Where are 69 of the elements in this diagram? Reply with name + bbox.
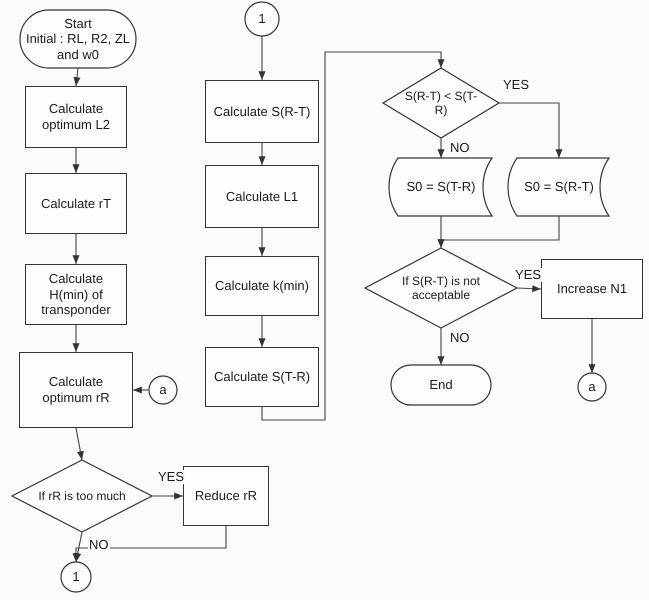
arrow xyxy=(516,285,542,292)
process-box xyxy=(541,259,643,319)
connector-circle xyxy=(149,376,177,404)
step-text: Calculate optimum rR xyxy=(41,374,111,406)
process-box xyxy=(25,264,127,325)
arrow xyxy=(261,51,445,421)
arrow xyxy=(74,532,83,562)
step-text: Calculate H(min) of transponder xyxy=(40,271,112,318)
step-text: Increase N1 xyxy=(556,281,628,297)
arrow xyxy=(588,319,596,373)
tape-shape xyxy=(507,158,611,216)
edge-label: NO xyxy=(88,538,110,552)
arrow xyxy=(437,138,445,158)
step-text: S0 = S(T-R) xyxy=(406,179,476,195)
step-text: Calculate rT xyxy=(40,196,112,212)
arrow xyxy=(499,102,563,158)
arrow xyxy=(133,386,149,394)
decision-diamond xyxy=(383,68,499,138)
arrow xyxy=(72,148,80,173)
process-box xyxy=(25,173,127,234)
step-text: Initial : RL, R2, ZL and w0 xyxy=(24,31,132,62)
step-text: Calculate L1 xyxy=(226,188,298,204)
arrow xyxy=(72,325,80,352)
connector-circle xyxy=(578,373,606,401)
arrow xyxy=(72,234,80,264)
process-box xyxy=(25,86,127,148)
process-box xyxy=(19,352,133,428)
step-text: S0 = S(R-T) xyxy=(524,179,594,195)
step-text: If rR is too much xyxy=(38,488,126,504)
step-text: End xyxy=(429,377,453,393)
edge-label: NO xyxy=(449,141,470,156)
step-text: a xyxy=(588,379,596,395)
step-text: 1 xyxy=(72,569,80,585)
terminal-shape xyxy=(20,10,136,68)
arrow xyxy=(258,36,266,80)
edge-label: YES xyxy=(514,268,542,282)
tape-shape xyxy=(388,158,494,216)
process-box xyxy=(205,165,319,228)
arrow xyxy=(73,68,80,86)
step-text: Calculate optimum L2 xyxy=(41,101,111,133)
arrow xyxy=(75,428,84,460)
arrow xyxy=(258,316,266,347)
step-text: Reduce rR xyxy=(194,488,258,504)
decision-diamond xyxy=(365,248,517,328)
arrow xyxy=(258,228,266,256)
process-box xyxy=(183,466,269,526)
step-text: a xyxy=(159,382,167,398)
arrow xyxy=(72,526,227,562)
process-box xyxy=(205,80,319,143)
step-text: 1 xyxy=(258,11,266,27)
process-box xyxy=(205,256,319,316)
arrow xyxy=(437,216,560,248)
step-text: Calculate S(T-R) xyxy=(214,369,310,385)
step-text: If S(R-T) is not acceptable xyxy=(400,274,481,302)
connector-circle xyxy=(245,2,279,36)
edge-label: NO xyxy=(449,331,470,346)
step-text: Start xyxy=(64,16,92,32)
arrow xyxy=(152,492,183,500)
connector-circle xyxy=(61,562,91,592)
step-text: S(R-T) < S(T-R) xyxy=(404,88,478,118)
step-text: Calculate k(min) xyxy=(215,278,309,294)
arrow xyxy=(437,328,445,365)
edge-label: YES xyxy=(157,470,186,484)
arrow xyxy=(258,143,266,165)
terminal-shape xyxy=(391,365,491,405)
decision-diamond xyxy=(12,460,152,532)
process-box xyxy=(205,347,319,407)
edge-label: YES xyxy=(502,78,530,92)
step-text: Calculate S(R-T) xyxy=(214,104,310,120)
